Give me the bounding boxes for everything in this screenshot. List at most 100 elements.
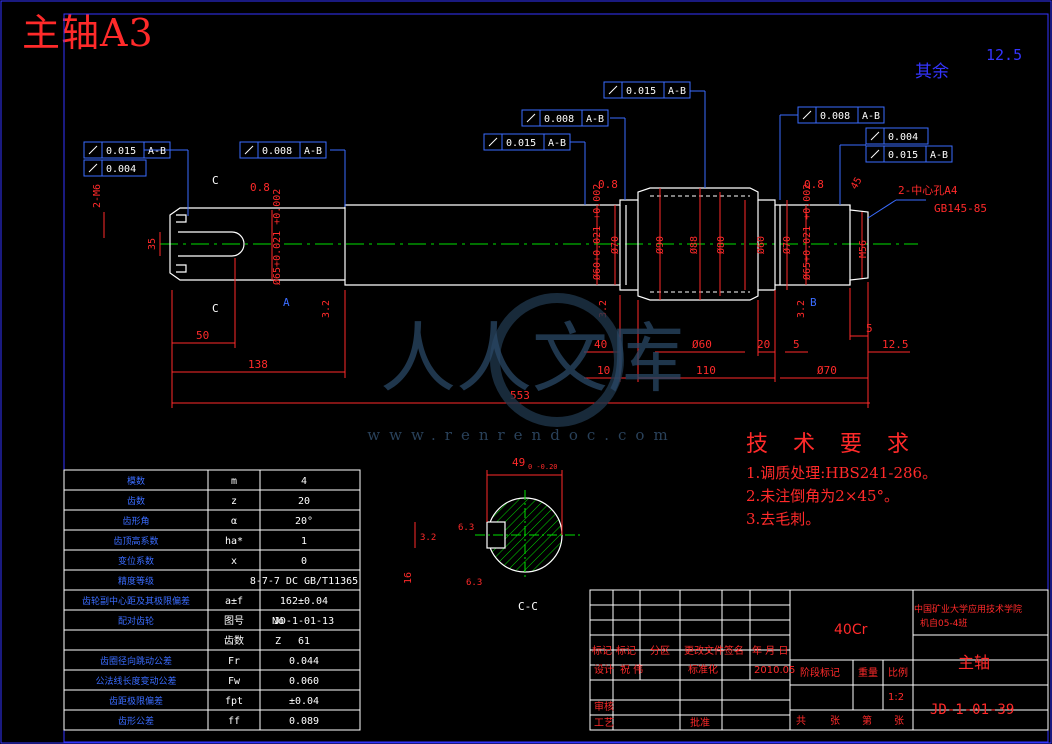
gear-table-cell: 齿形角 [122,515,149,527]
dim-d88: Ø88 [688,236,700,254]
tolerance-frame: 0.015 A-B [603,81,691,99]
gear-table-cell: 图号 [224,615,244,627]
gear-table-cell: fpt [225,696,243,707]
tech-req-item-1: 1.调质处理:HBS241-286。 [746,464,938,482]
gear-table-cell: 齿轮副中心距及其极限偏差 [82,595,190,607]
drawing-title: 主轴A3 [22,11,154,55]
dim-d60-fit: Ø60+0.021 +0.002 [591,184,603,280]
gear-table-cell: 齿距极限偏差 [109,695,163,707]
section-depth: 16 [403,572,414,584]
dim-d60: Ø60 [755,236,767,254]
gear-table-cell: 齿圈径向跳动公差 [100,655,172,667]
section-tol: 0 -0.20 [528,463,558,471]
dimension-lines [103,188,910,408]
vertical-dims: 35 2-M6 Ø65+0.021 +0.002 Ø60+0.021 +0.00… [92,176,869,584]
dim-10: 10 [597,364,610,377]
dim-40: 40 [594,338,607,351]
dim-d65-fit-b: Ø65+0.021 +0.002 [801,184,813,280]
dim-d70-a: Ø70 [609,236,621,254]
tb-count: 标记 [616,645,636,657]
svg-text:A-B: A-B [148,146,166,157]
dimension-texts: 553 138 50 40 Ø60 20 5 5 12.5 10 110 Ø70… [196,174,987,613]
gear-table-cell: 齿顶高系数 [113,535,158,547]
gear-table-cell: Fw [228,676,241,687]
watermark-url: www.renrendoc.com [367,426,677,444]
roughness-08-c: 0.8 [804,178,824,191]
tb-approve: 批准 [690,716,710,729]
svg-text:0.004: 0.004 [106,164,136,175]
gear-table-cell: JD-1-01-13 [274,616,334,627]
gear-table-cell: Z [275,636,281,647]
svg-text:A-B: A-B [548,138,566,149]
svg-text:A-B: A-B [668,86,686,97]
gear-table-cell: 61 [298,636,310,647]
tech-req-item-3: 3.去毛刺。 [746,510,821,528]
gear-table-cell: 20 [298,496,310,507]
inner-border [63,13,1049,743]
gear-table-cell: 1 [301,536,307,547]
technical-requirements: 技 术 要 求 1.调质处理:HBS241-286。 2.未注倒角为2×45°。… [746,426,937,531]
tb-designer: 祝 伟 [620,663,643,676]
cut-mark-top: C [212,174,219,187]
class-name: 机自05-4班 [920,617,967,629]
roughness-32-a: 3.2 [321,300,332,318]
tb-year: 2010.05 [754,665,795,676]
datum-a: A [283,296,290,309]
dim-5b: 5 [866,322,873,335]
svg-text:0.015: 0.015 [888,150,918,161]
dim-d80: Ø80 [715,236,727,254]
part-name: 主轴 [958,653,990,672]
roughness-32-b: 3.2 [598,300,609,318]
svg-text:0.015: 0.015 [626,86,656,97]
tb-mark: 标记 [592,645,612,657]
svg-text:A-B: A-B [862,111,880,122]
dim-70: Ø70 [817,364,837,377]
gear-table-cell: m [231,476,237,487]
tb-zone: 分区 [650,645,670,657]
dim-60: Ø60 [692,338,712,351]
gear-table-cell: 齿形公差 [118,715,154,727]
tb-date: 年 月 日 [752,644,788,657]
svg-text:0.004: 0.004 [888,132,918,143]
gear-table-cell: 齿数 [127,495,145,507]
gear-table-cell: 20° [295,516,313,527]
dim-m56: M56 [858,240,869,258]
section-rough-a: 3.2 [420,533,436,543]
tb-stage: 阶段标记 [800,666,840,679]
tb-sheets: 张 [830,715,840,727]
school-name: 中国矿业大学应用技术学院 [914,603,1022,615]
svg-text:A-B: A-B [304,146,322,157]
gear-table-cell: ±0.04 [289,696,319,707]
dim-5a: 5 [793,338,800,351]
svg-text:0.008: 0.008 [544,114,574,125]
gear-table-cell: 0.089 [289,716,319,727]
tb-scale: 比例 [888,666,908,679]
datum-b: B [810,296,817,309]
dim-35: 35 [147,238,158,250]
tolerance-frame: 0.004 [83,159,147,177]
gear-table-cell: 配对齿轮 [118,615,154,627]
tech-req-heading: 技 术 要 求 [746,432,918,457]
dim-20: 20 [757,338,770,351]
roughness-08-a: 0.8 [250,181,270,194]
gear-table-cell: 公法线长度变动公差 [95,675,176,687]
gear-table-cell: 0 [301,556,307,567]
center-hole-std: GB145-85 [934,202,987,215]
tb-weight: 重量 [858,666,878,679]
roughness-32-c: 3.2 [796,300,807,318]
dim-50: 50 [196,329,209,342]
dim-d65-fit: Ø65+0.021 +0.002 [271,189,283,285]
gear-table-cell: Fr [228,656,240,667]
gear-table-cell: 齿数 [224,634,244,647]
section-dim: 49 [512,456,525,469]
gear-table-cell: 变位系数 [118,555,154,567]
gear-table-cell: α [231,516,237,527]
watermark-text: 人人文库 [380,314,684,403]
drawing-no: JD-1-01-39 [930,702,1014,718]
tb-process: 工艺 [594,717,614,729]
